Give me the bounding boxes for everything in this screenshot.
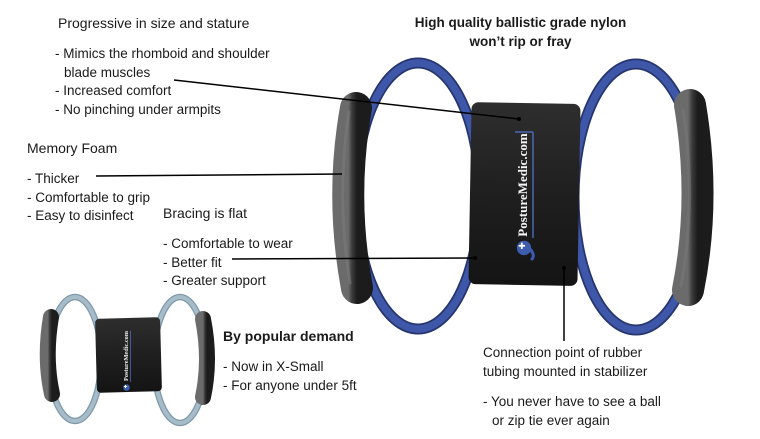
brand-logo-text: PostureMedic.com — [515, 133, 530, 237]
main-foam-grips — [332, 89, 714, 306]
callout-progressive-bullet: blade muscles — [64, 64, 151, 80]
leader-line-nylon — [173, 79, 520, 120]
posturemedic-logo-icon-small — [123, 384, 130, 391]
callout-progressive: Progressive in size and stature - Mimics… — [55, 14, 270, 120]
main-brand-logo: PostureMedic.com — [515, 131, 535, 261]
callout-progressive-bullet: - Mimics the rhomboid and shoulder — [55, 46, 270, 61]
xsmall-stabilizer-panel — [95, 317, 162, 393]
main-stabilizer-panel — [468, 102, 581, 286]
callout-connection-line2: tubing mounted in stabilizer — [483, 363, 648, 379]
callout-progressive-bullet: - Increased comfort — [55, 83, 172, 99]
leader-line-endpoints — [473, 117, 566, 270]
leader-line-bracing — [231, 257, 476, 260]
posturemedic-logo-icon — [516, 240, 535, 261]
callout-bracing: Bracing is flat - Comfortable to wear - … — [163, 204, 293, 291]
xsmall-product-illustration: PostureMedic.com — [39, 293, 215, 427]
brand-logo-text-small: PostureMedic.com — [123, 330, 130, 381]
callout-bracing-bullet: - Better fit — [163, 254, 222, 270]
callout-memory-foam-bullet: - Thicker — [27, 171, 80, 186]
callout-memory-foam-bullet: - Comfortable to grip — [27, 189, 151, 205]
callout-bracing-heading: Bracing is flat — [163, 205, 248, 221]
callout-nylon: High quality ballistic grade nylon won’t… — [398, 13, 643, 51]
callout-nylon-line2: won’t rip or fray — [469, 34, 572, 49]
callout-bracing-bullet: - Comfortable to wear — [163, 236, 293, 251]
main-product-illustration: PostureMedic.com — [332, 57, 714, 336]
callout-popular-bullet: - For anyone under 5ft — [223, 377, 357, 393]
callout-connection-bullet: or zip tie ever again — [492, 413, 610, 429]
callout-popular-bullet: - Now in X-Small — [223, 359, 324, 374]
xsmall-foam-grips — [39, 309, 215, 405]
callout-memory-foam-heading: Memory Foam — [27, 140, 118, 156]
callout-connection: Connection point of rubber tubing mounte… — [483, 344, 661, 431]
leader-lines — [95, 79, 565, 341]
callout-memory-foam-bullet: - Easy to disinfect — [27, 208, 134, 224]
callout-connection-bullet: - You never have to see a ball — [483, 394, 661, 410]
callout-popular: By popular demand - Now in X-Small - For… — [223, 327, 357, 395]
callout-memory-foam: Memory Foam - Thicker - Comfortable to g… — [27, 139, 150, 226]
callout-nylon-line1: High quality ballistic grade nylon — [414, 15, 627, 30]
callout-progressive-heading: Progressive in size and stature — [58, 15, 250, 31]
callout-popular-heading: By popular demand — [223, 328, 354, 344]
callout-progressive-bullet: - No pinching under armpits — [55, 102, 221, 118]
leader-line-memory-foam — [95, 173, 343, 177]
callout-connection-line1: Connection point of rubber — [483, 345, 643, 360]
callout-bracing-bullet: - Greater support — [163, 273, 266, 289]
xsmall-brand-logo: PostureMedic.com — [123, 330, 131, 391]
